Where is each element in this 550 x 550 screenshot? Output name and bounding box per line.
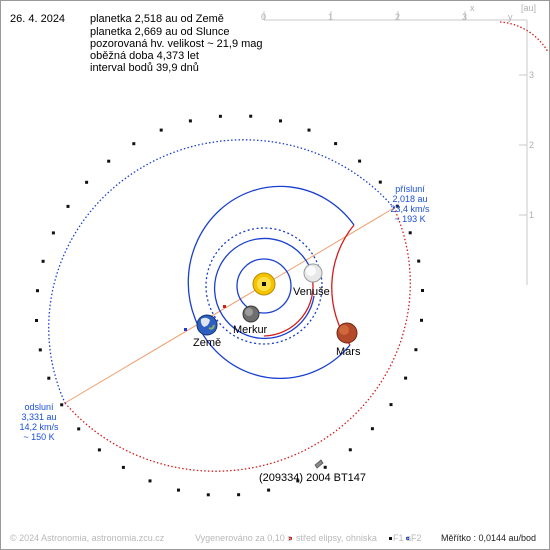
orbit-point	[417, 259, 421, 263]
asteroid-orbit-above	[48, 139, 395, 404]
orbit-point	[47, 376, 51, 380]
perihelion-distance: 2,018 au	[392, 194, 428, 204]
top-scale	[263, 11, 527, 21]
venus-planet	[303, 263, 323, 283]
asteroid-name-label: (209334) 2004 BT147	[259, 472, 367, 484]
info-point-interval: interval bodů 39,9 dnů	[90, 62, 199, 74]
orbit-point	[404, 376, 408, 380]
mars-planet	[336, 322, 358, 344]
orbit-point	[420, 318, 423, 322]
venus-label: Venuše	[293, 286, 330, 298]
ellipse-center-marker	[184, 305, 226, 331]
orbit-point	[41, 259, 45, 263]
footer-generated-time: Vygenerováno za 0,10 s	[195, 533, 292, 543]
orbit-point	[249, 114, 253, 118]
perihelion-temperature: ~ 193 K	[394, 214, 426, 224]
right-scale-tick-1: 1	[529, 210, 535, 220]
aphelion-distance: 3,331 au	[21, 412, 57, 422]
orbit-point	[348, 448, 352, 452]
footer-legend-f1: F1 a	[393, 533, 412, 543]
y-axis-label: y	[508, 12, 513, 22]
orbit-point	[188, 119, 192, 123]
orbit-point	[85, 180, 89, 184]
orbit-point	[414, 348, 418, 352]
orbit-point	[267, 488, 271, 492]
date-label: 26. 4. 2024	[10, 13, 66, 25]
asteroid-marker	[314, 459, 324, 469]
unit-label: [au]	[521, 3, 537, 13]
orbit-point	[77, 427, 81, 431]
orbit-point	[60, 403, 64, 407]
orbit-point	[159, 128, 163, 132]
right-scale-tick-2: 2	[529, 140, 535, 150]
orbit-point	[421, 289, 424, 292]
earth-label: Země	[193, 337, 222, 349]
orbit-point	[408, 231, 412, 235]
orbit-point	[66, 204, 70, 208]
right-scale-tick-3: 3	[529, 70, 535, 80]
orbit-point	[97, 448, 101, 452]
orbit-point	[35, 319, 38, 322]
venus-orbit-below	[263, 275, 314, 337]
apsidal-line	[64, 207, 395, 404]
right-scale	[519, 20, 528, 285]
orbit-point	[323, 465, 327, 469]
earth-planet	[196, 314, 218, 336]
orbit-point	[177, 488, 180, 492]
perihelion-speed: 23,4 km/s	[390, 204, 430, 214]
orbit-point	[132, 142, 136, 146]
orbit-point	[307, 128, 311, 132]
orbit-point	[148, 479, 152, 483]
perihelion-title: přísluní	[395, 184, 425, 194]
orbit-point	[389, 403, 393, 407]
info-distance-sun: planetka 2,669 au od Slunce	[90, 26, 230, 38]
info-magnitude: pozorovaná hv. velikost ~ 21,9 mag	[90, 38, 263, 50]
earth-asteroid-fragment	[499, 21, 549, 53]
info-period: oběžná doba 4,373 let	[90, 50, 199, 62]
orbit-point	[121, 465, 125, 469]
aphelion-speed: 14,2 km/s	[19, 422, 59, 432]
asteroid-orbit-points	[35, 114, 424, 497]
orbit-point	[51, 231, 55, 235]
orbit-point	[206, 493, 210, 497]
aphelion-label: odsluní 3,331 au 14,2 km/s ~ 150 K	[12, 402, 66, 442]
aphelion-title: odsluní	[24, 402, 54, 412]
footer-legend-f2: F2	[411, 533, 422, 543]
top-scale-tick-2: 2	[395, 12, 401, 22]
orbit-point	[370, 427, 374, 431]
footer-scale: Měřítko : 0,0144 au/bod	[441, 533, 537, 543]
top-scale-tick-3: 3	[462, 12, 468, 22]
orbit-point	[358, 159, 362, 163]
top-scale-tick-1: 1	[328, 12, 334, 22]
venus-orbit-above	[213, 237, 315, 340]
perihelion-label: přísluní 2,018 au 23,4 km/s ~ 193 K	[383, 184, 437, 224]
orbit-point	[279, 119, 282, 123]
orbit-point	[378, 180, 382, 184]
orbit-point	[395, 204, 399, 208]
orbit-point	[237, 493, 241, 497]
top-scale-tick-0: 0	[261, 12, 267, 22]
footer-legend-markers	[289, 537, 409, 540]
asteroid-orbit-below	[64, 207, 411, 472]
orbit-point	[36, 289, 39, 293]
mars-label: Mars	[336, 346, 361, 358]
orbit-point	[38, 348, 42, 352]
mercury-label: Merkur	[233, 324, 268, 336]
earth-orbit	[205, 227, 323, 345]
orbit-point	[296, 479, 300, 483]
x-axis-label: x	[470, 3, 475, 13]
orbit-point	[218, 114, 222, 118]
orbit-point	[107, 159, 111, 163]
aphelion-temperature: ~ 150 K	[23, 432, 55, 442]
orbit-point	[334, 142, 338, 146]
sun	[252, 272, 276, 296]
footer-copyright[interactable]: © 2024 Astronomia, astronomia.zcu.cz	[10, 533, 165, 543]
info-distance-earth: planetka 2,518 au od Země	[90, 13, 224, 25]
footer-legend-center: střed elipsy, ohniska	[296, 533, 377, 543]
mercury-orbit	[236, 258, 292, 314]
mars-orbit-above	[187, 185, 355, 380]
mercury-planet	[242, 305, 260, 323]
